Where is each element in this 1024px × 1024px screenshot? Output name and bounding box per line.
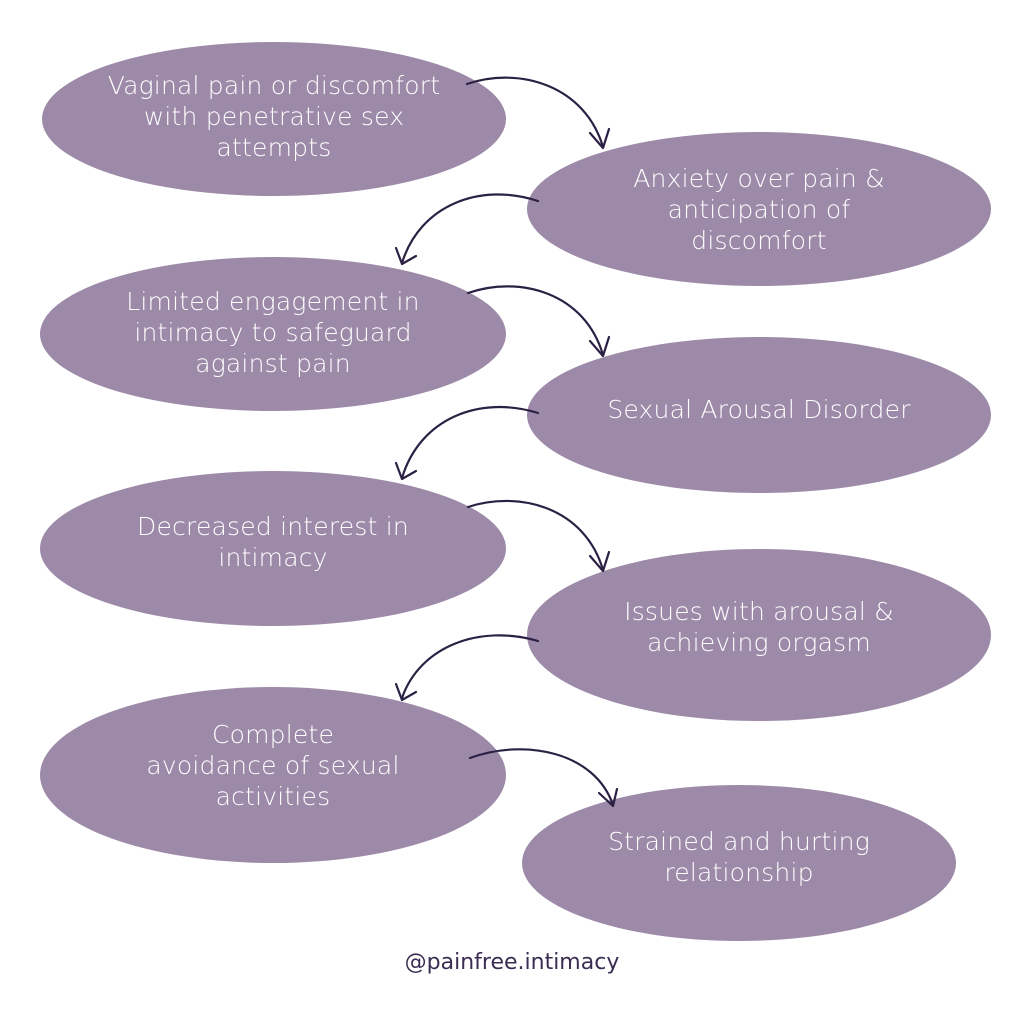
node-label: Issues with arousal & achieving orgasm: [624, 597, 894, 657]
node-label: Limited engagement in intimacy to safegu…: [126, 286, 420, 378]
node-label: Strained and hurting relationship: [608, 827, 870, 887]
node-anxiety: Anxiety over pain & anticipation of disc…: [527, 132, 991, 286]
footer-handle: @painfree.intimacy: [404, 950, 620, 975]
node-complete-avoidance: Complete avoidance of sexual activities: [40, 687, 506, 863]
node-label: Sexual Arousal Disorder: [607, 394, 911, 424]
node-arousal-orgasm-issues: Issues with arousal & achieving orgasm: [527, 549, 991, 721]
node-vaginal-pain: Vaginal pain or discomfort with penetrat…: [42, 42, 506, 196]
node-label: Decreased interest in intimacy: [137, 511, 409, 572]
node-label: Complete avoidance of sexual activities: [146, 719, 400, 811]
node-decreased-interest: Decreased interest in intimacy: [40, 471, 506, 626]
arrow-n2-n3: [394, 193, 540, 266]
node-label: Anxiety over pain & anticipation of disc…: [633, 163, 885, 255]
node-label: Vaginal pain or discomfort with penetrat…: [107, 70, 441, 162]
node-strained-relationship: Strained and hurting relationship: [522, 785, 956, 941]
arrow-n4-n5: [394, 405, 540, 481]
node-limited-engagement: Limited engagement in intimacy to safegu…: [40, 257, 506, 411]
node-sexual-arousal-disorder: Sexual Arousal Disorder: [527, 337, 991, 493]
arrow-n6-n7: [394, 634, 540, 702]
